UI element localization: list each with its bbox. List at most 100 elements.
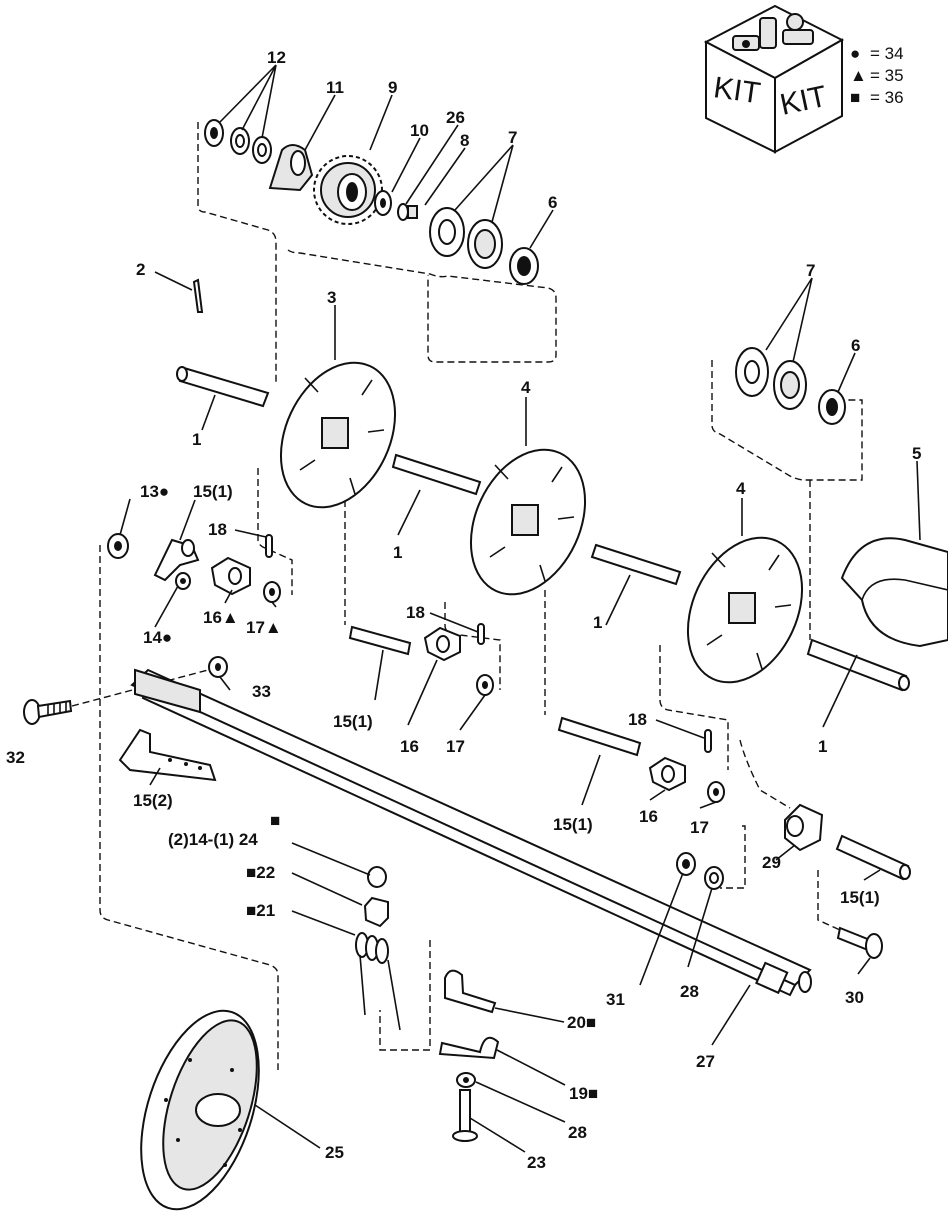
bearing-part: [818, 389, 846, 425]
callout-label: 8: [460, 131, 469, 150]
callout-label: 30: [845, 988, 864, 1007]
callout-label: 27: [696, 1052, 715, 1071]
clamp-part: [444, 969, 497, 1014]
bushing-part: [374, 190, 418, 221]
slotted-disk-part: [686, 536, 804, 684]
bushing-part: [263, 581, 281, 603]
callout-label: (2)14-(1) 24: [168, 830, 258, 849]
carriage-bolt-part: [836, 926, 883, 959]
clamp-part: [438, 1036, 500, 1060]
legend-symbol: ▲: [850, 66, 867, 85]
callout-label: ■22: [246, 863, 275, 882]
callout-label: ■: [270, 811, 280, 830]
callout-label: 16: [639, 807, 658, 826]
torsion-spring-part: [355, 932, 401, 1031]
fitting-parts-icon: [732, 13, 814, 51]
bearing-flange-part: [735, 347, 807, 410]
callout-label: 4: [736, 479, 746, 498]
washer-part: [676, 852, 724, 890]
callout-label: 19■: [569, 1084, 598, 1103]
callout-label: 5: [912, 444, 921, 463]
callout-label: 1: [192, 430, 201, 449]
roll-pin-part: [265, 534, 273, 558]
pin-part: [348, 625, 412, 656]
callout-label: 32: [6, 748, 25, 767]
callout-label: ■21: [246, 901, 275, 920]
legend-text: = 36: [870, 88, 904, 107]
shaft-part: [391, 453, 482, 496]
callout-label: 11: [326, 78, 344, 97]
washer-part: [204, 119, 272, 164]
roll-pin-part: [477, 623, 485, 645]
callout-label: 15(1): [193, 482, 233, 501]
callout-label: 15(1): [333, 712, 373, 731]
part-callouts: 12 11 9 10 26 8 7 6 2 3 1 4 7 6 4 5 13● …: [6, 48, 921, 1172]
callout-label: 14●: [143, 628, 172, 647]
callout-label: 20■: [567, 1013, 596, 1032]
lever-bracket-part: [118, 728, 217, 782]
pin-part: [835, 834, 911, 881]
clip-part: [363, 896, 389, 928]
bearing-holder-part: [784, 803, 824, 852]
callout-label: 29: [762, 853, 781, 872]
callout-label: 26: [446, 108, 465, 127]
callout-label: 3: [327, 288, 336, 307]
callout-label: 15(1): [840, 888, 880, 907]
kit-label-left: KIT: [712, 71, 763, 110]
idler-bracket-part: [268, 144, 314, 192]
callout-label: 23: [527, 1153, 546, 1172]
slotted-disk-part: [279, 361, 397, 509]
bearing-flange-part: [429, 207, 503, 269]
callout-label: 1: [393, 543, 402, 562]
closing-wheel-part: [140, 1009, 260, 1211]
shaft-part: [590, 543, 682, 586]
bearing-part: [509, 247, 539, 285]
pivot-bracket-part: [153, 538, 200, 582]
roll-pin-part: [704, 729, 712, 753]
carriage-bolt-part: [23, 699, 73, 725]
legend-text: = 34: [870, 44, 904, 63]
curved-shield-part: [840, 537, 948, 648]
legend-symbol: ●: [850, 44, 860, 63]
callout-label: 2: [136, 260, 145, 279]
callout-label: 13●: [140, 482, 169, 501]
kit-box-illustration: KIT KIT: [703, 4, 845, 154]
hex-nut-part: [107, 533, 129, 559]
lock-washer-part: [456, 1072, 476, 1088]
callout-label: 6: [851, 336, 860, 355]
callout-label: 4: [521, 378, 531, 397]
callout-label: 17: [690, 818, 709, 837]
pin-part: [557, 716, 642, 757]
callout-label: 18: [406, 603, 425, 622]
legend-symbol: ■: [850, 88, 860, 107]
slotted-disk-part: [469, 448, 587, 596]
callout-label: 7: [806, 261, 815, 280]
callout-label: 10: [410, 121, 429, 140]
shaft-part: [806, 638, 910, 692]
bearing-plate-part: [423, 626, 461, 662]
callout-label: 28: [680, 982, 699, 1001]
callout-label: 12: [267, 48, 286, 67]
callout-label: 17: [446, 737, 465, 756]
callout-label: 18: [628, 710, 647, 729]
callout-label: 17▲: [246, 618, 282, 637]
callout-label: 7: [508, 128, 517, 147]
callout-label: 6: [548, 193, 557, 212]
callout-label: 33: [252, 682, 271, 701]
callout-label: 15(2): [133, 791, 173, 810]
kit-legend: ● = 34 ▲ = 35 ■ = 36: [850, 44, 904, 107]
callout-label: 15(1): [553, 815, 593, 834]
callout-label: 31: [606, 990, 625, 1009]
bushing-part: [707, 781, 725, 803]
bushing-part: [476, 674, 494, 696]
nut-part: [367, 866, 387, 888]
leader-lines: [119, 64, 921, 1153]
callout-label: 18: [208, 520, 227, 539]
bolt-part: [452, 1089, 478, 1142]
lock-nut-part: [175, 572, 191, 590]
main-bar-part: [130, 668, 812, 997]
callout-label: 25: [325, 1143, 344, 1162]
bearing-plate-part: [210, 556, 251, 596]
callout-label: 9: [388, 78, 397, 97]
callout-label: 16▲: [203, 608, 239, 627]
